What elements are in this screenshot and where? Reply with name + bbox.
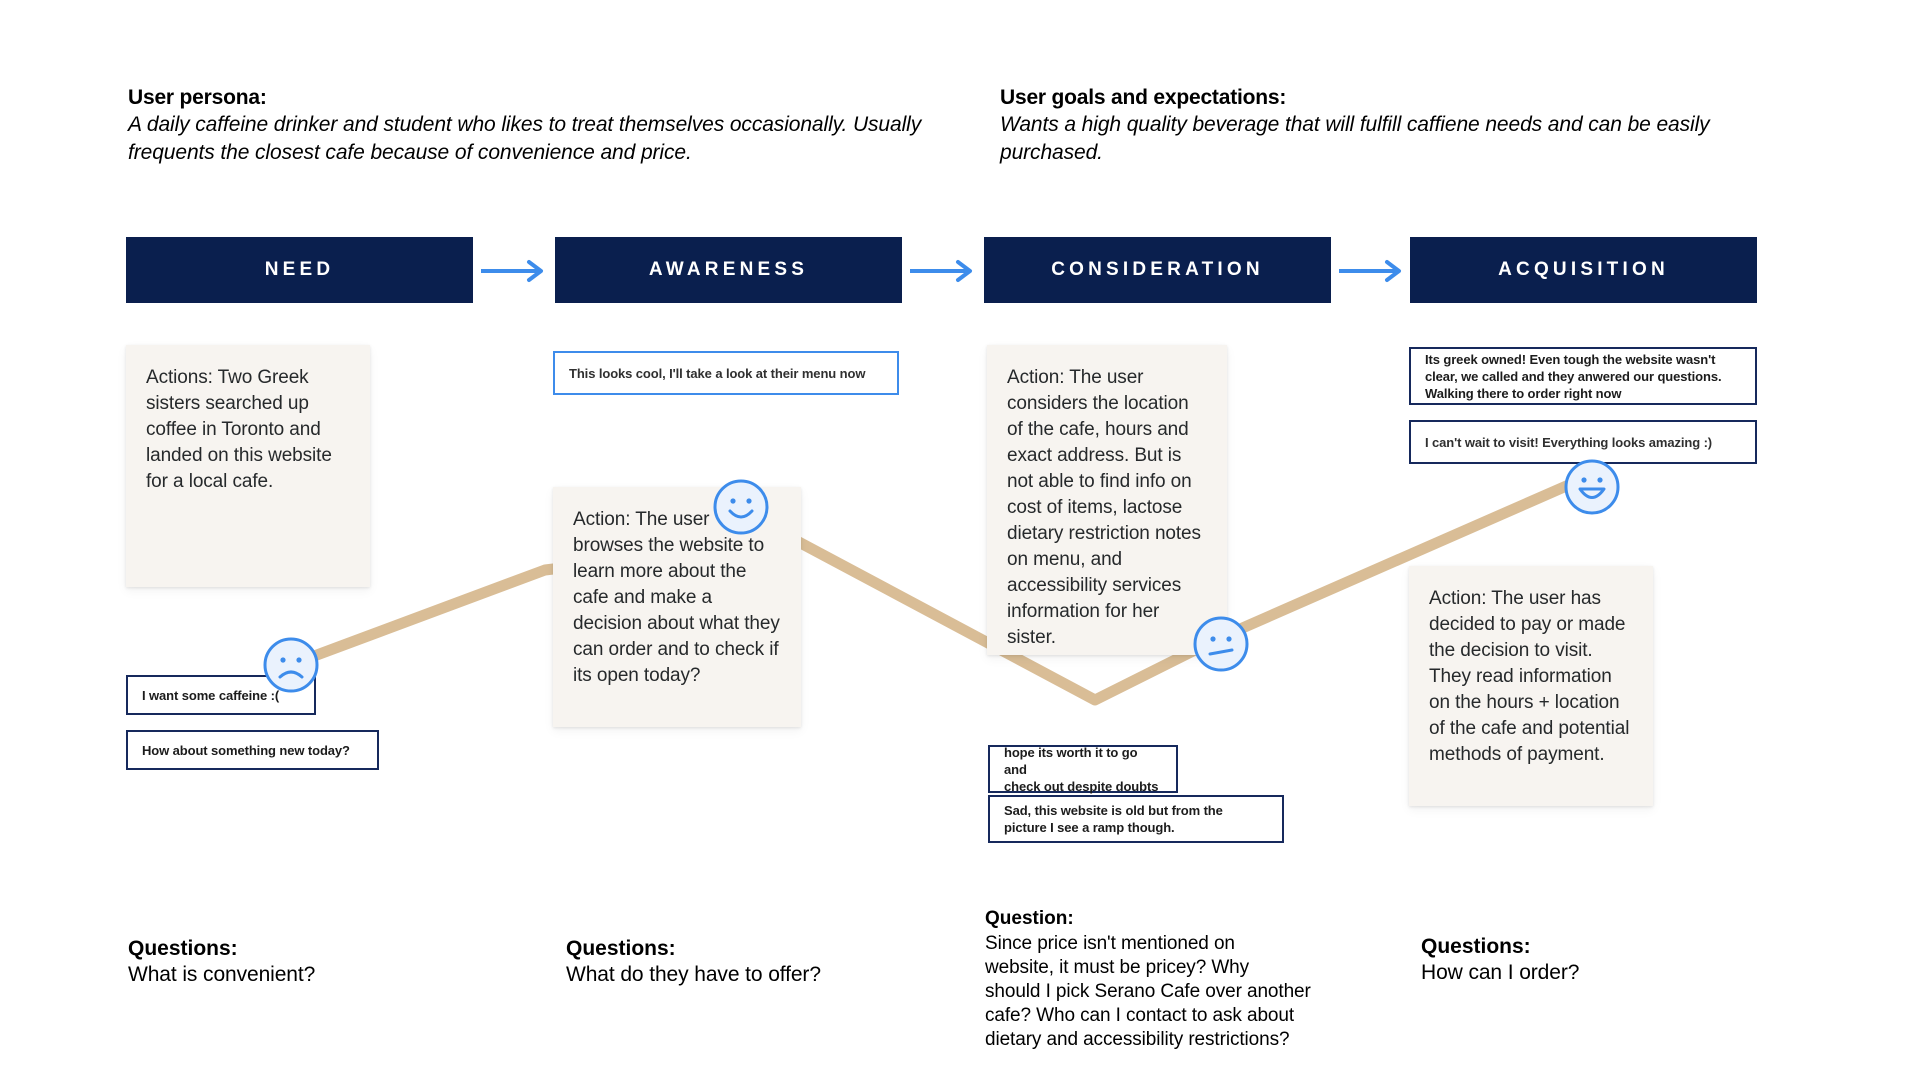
- emotion-face-neutral-consideration: [1192, 615, 1250, 673]
- action-card-consideration: Action: The user considers the location …: [987, 345, 1227, 655]
- quote-text-need-1: I want some caffeine :(: [142, 687, 280, 703]
- questions-block-need: Questions: What is convenient?: [128, 935, 458, 987]
- action-text-awareness: Action: The user browses the website to …: [573, 509, 780, 686]
- quote-text-need-2: How about something new today?: [142, 742, 350, 758]
- user-goals-body: Wants a high quality beverage that will …: [1000, 113, 1710, 164]
- user-persona-body: A daily caffeine drinker and student who…: [128, 113, 922, 164]
- questions-body-awareness: What do they have to offer?: [566, 963, 821, 986]
- quote-text-acquisition-1: Its greek owned! Even tough the website …: [1425, 351, 1722, 401]
- questions-title-awareness: Questions:: [566, 937, 676, 960]
- arrow-consideration-to-acquisition-icon: [1339, 259, 1405, 283]
- questions-body-acquisition: How can I order?: [1421, 961, 1580, 984]
- arrow-need-to-awareness-icon: [481, 259, 547, 283]
- stage-bar-consideration[interactable]: CONSIDERATION: [984, 237, 1331, 303]
- user-goals-title: User goals and expectations:: [1000, 86, 1287, 109]
- action-card-need: Actions: Two Greek sisters searched up c…: [126, 345, 370, 587]
- arrow-awareness-to-consideration-icon: [910, 259, 976, 283]
- quote-box-need-2[interactable]: How about something new today?: [126, 730, 379, 770]
- questions-block-acquisition: Questions: How can I order?: [1421, 933, 1751, 985]
- stage-label-consideration: CONSIDERATION: [1051, 259, 1264, 280]
- action-text-acquisition: Action: The user has decided to pay or m…: [1429, 588, 1630, 765]
- questions-body-need: What is convenient?: [128, 963, 316, 986]
- action-card-acquisition: Action: The user has decided to pay or m…: [1409, 566, 1653, 806]
- stage-label-acquisition: ACQUISITION: [1498, 259, 1669, 280]
- questions-title-need: Questions:: [128, 937, 238, 960]
- action-text-consideration: Action: The user considers the location …: [1007, 367, 1201, 648]
- stage-label-need: NEED: [264, 259, 335, 280]
- emotion-face-happy-acquisition: [1563, 458, 1621, 516]
- quote-text-awareness-1: This looks cool, I'll take a look at the…: [569, 365, 866, 381]
- questions-title-acquisition: Questions:: [1421, 935, 1531, 958]
- stage-bar-acquisition[interactable]: ACQUISITION: [1410, 237, 1757, 303]
- stage-bar-need[interactable]: NEED: [126, 237, 473, 303]
- questions-body-consideration: Since price isn't mentioned on website, …: [985, 933, 1311, 1050]
- stage-label-awareness: AWARENESS: [648, 259, 809, 280]
- emotion-face-sad-need: [262, 636, 320, 694]
- quote-box-consideration-1[interactable]: hope its worth it to go and check out de…: [988, 744, 1178, 794]
- user-persona-title: User persona:: [128, 86, 267, 109]
- quote-text-consideration-1: hope its worth it to go and check out de…: [1004, 744, 1159, 794]
- stage-bar-awareness[interactable]: AWARENESS: [555, 237, 902, 303]
- questions-title-consideration: Question:: [985, 908, 1074, 929]
- user-persona-block: User persona: A daily caffeine drinker a…: [128, 84, 988, 167]
- emotion-face-happy-awareness: [712, 478, 770, 536]
- quote-box-acquisition-2[interactable]: I can't wait to visit! Everything looks …: [1409, 420, 1757, 464]
- quote-box-awareness-1[interactable]: This looks cool, I'll take a look at the…: [553, 351, 899, 395]
- questions-block-consideration: Question: Since price isn't mentioned on…: [985, 905, 1355, 1052]
- quote-box-acquisition-1[interactable]: Its greek owned! Even tough the website …: [1409, 347, 1757, 405]
- quote-text-acquisition-2: I can't wait to visit! Everything looks …: [1425, 434, 1713, 450]
- quote-text-consideration-2: Sad, this website is old but from the pi…: [1004, 803, 1223, 835]
- user-goals-block: User goals and expectations: Wants a hig…: [1000, 84, 1760, 167]
- action-text-need: Actions: Two Greek sisters searched up c…: [146, 367, 332, 492]
- quote-box-consideration-2[interactable]: Sad, this website is old but from the pi…: [988, 795, 1284, 843]
- questions-block-awareness: Questions: What do they have to offer?: [566, 935, 906, 987]
